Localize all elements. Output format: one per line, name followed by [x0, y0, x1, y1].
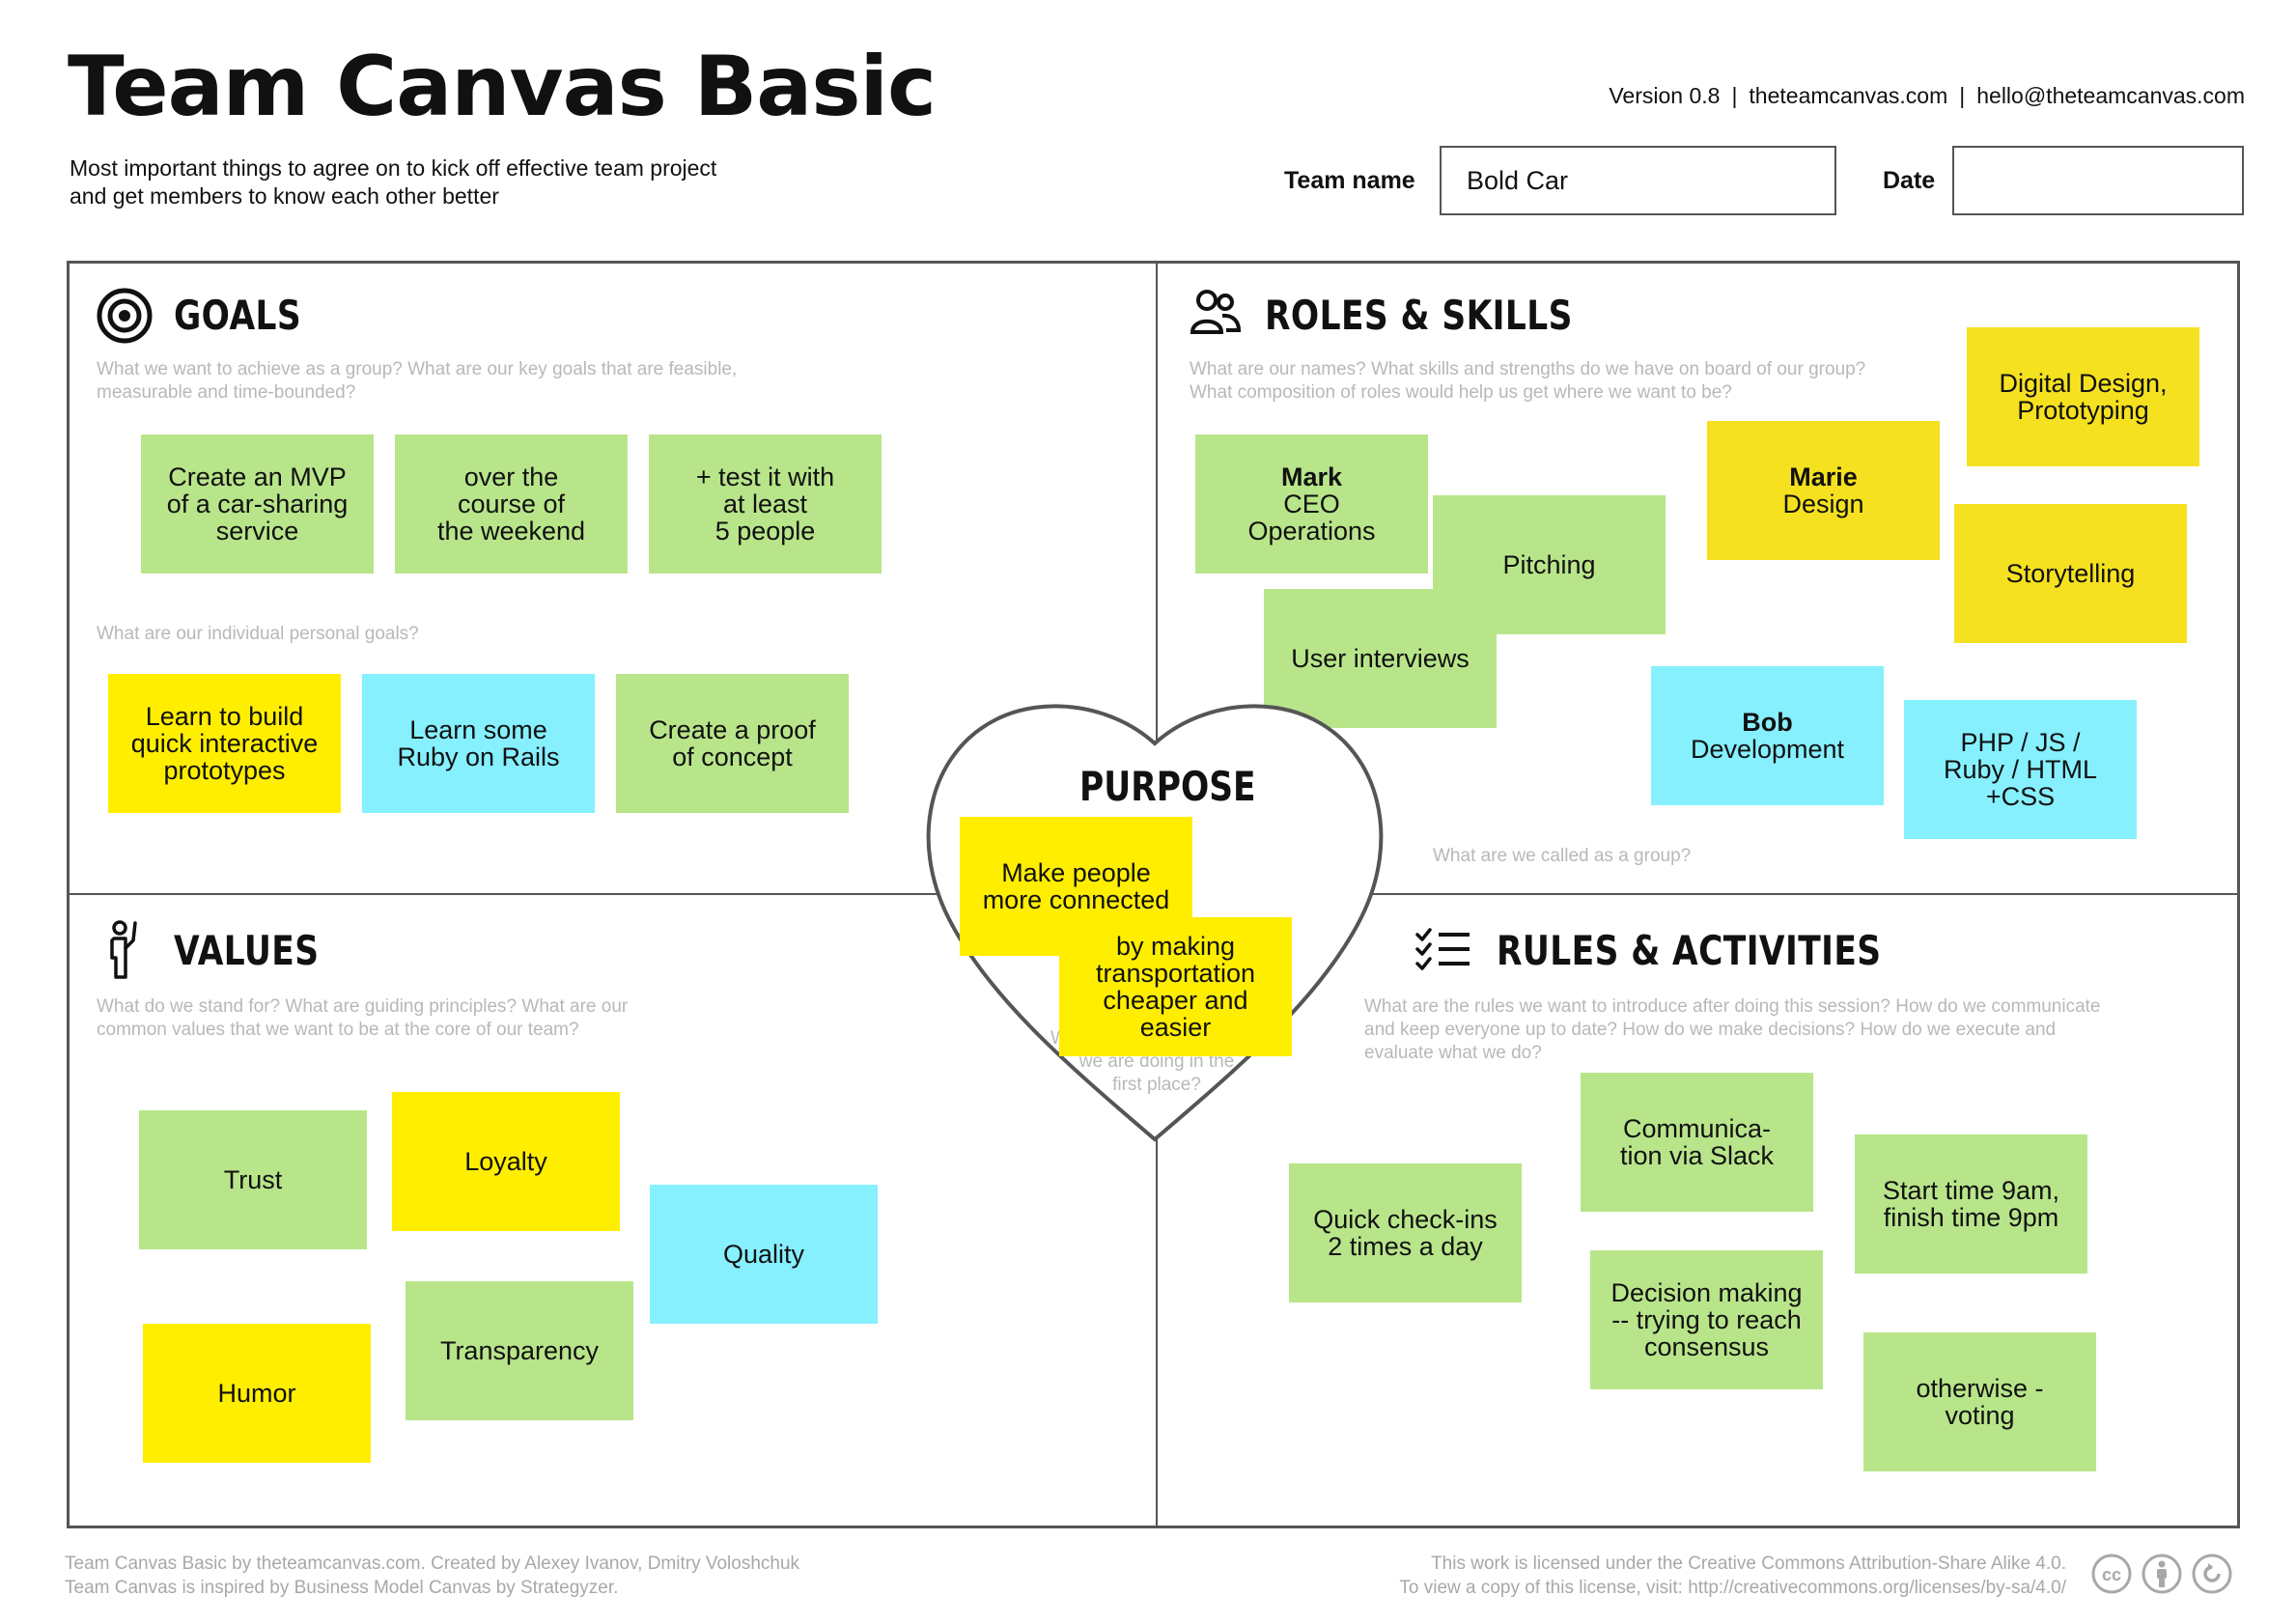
purpose-hint: we are doing in the first place? [1078, 1051, 1235, 1095]
sticky-note[interactable]: Decision making -- trying to reach conse… [1590, 1250, 1823, 1389]
sticky-note[interactable]: Transparency [406, 1281, 633, 1420]
goals-title: GOALS [174, 292, 302, 339]
date-field[interactable] [1952, 146, 2244, 215]
sticky-note[interactable]: PHP / JS / Ruby / HTML +CSS [1904, 700, 2137, 839]
sticky-note[interactable]: otherwise - voting [1863, 1332, 2096, 1471]
svg-text:cc: cc [2102, 1565, 2121, 1584]
page-subtitle: Most important things to agree on to kic… [70, 155, 717, 209]
people-icon [1190, 290, 1242, 334]
version-label: Version 0.8 [1609, 83, 1721, 108]
personal-goals-hint: What are our individual personal goals? [97, 624, 419, 644]
sticky-note[interactable]: by making transportation cheaper and eas… [1059, 917, 1292, 1056]
sticky-note[interactable]: + test it with at least 5 people [649, 434, 882, 574]
license-icons: cc [2090, 1553, 2233, 1595]
purpose-title: PURPOSE [1079, 763, 1256, 810]
sticky-note[interactable]: Humor [143, 1324, 371, 1463]
sticky-note[interactable]: Trust [139, 1110, 367, 1249]
footer-license: This work is licensed under the Creative… [1399, 1554, 2066, 1598]
header-meta: Version 0.8|theteamcanvas.com|hello@thet… [1609, 83, 2245, 108]
sticky-note[interactable]: Digital Design, Prototyping [1967, 327, 2199, 466]
goals-hint: What we want to achieve as a group? What… [97, 359, 738, 403]
group-name-hint: What are we called as a group? [1433, 846, 1692, 866]
sticky-note[interactable]: User interviews [1264, 589, 1497, 728]
share-alike-icon [2192, 1554, 2232, 1594]
roles-title: ROLES & SKILLS [1265, 292, 1573, 339]
sticky-note[interactable]: Learn to build quick interactive prototy… [108, 674, 341, 813]
sticky-note[interactable]: over the course of the weekend [395, 434, 628, 574]
sticky-note[interactable]: Loyalty [392, 1092, 620, 1231]
sticky-note[interactable]: Learn some Ruby on Rails [362, 674, 595, 813]
creative-commons-icon: cc [2091, 1554, 2132, 1594]
date-label: Date [1883, 167, 1936, 194]
values-title: VALUES [174, 927, 320, 974]
values-hint: What do we stand for? What are guiding p… [97, 996, 629, 1040]
target-icon [97, 288, 153, 344]
page-title: Team Canvas Basic [68, 39, 937, 135]
roles-hint: What are our names? What skills and stre… [1190, 359, 1866, 403]
sticky-note[interactable]: Create an MVP of a car-sharing service [141, 434, 374, 574]
email-link[interactable]: hello@theteamcanvas.com [1976, 83, 2245, 108]
footer-credits: Team Canvas Basic by theteamcanvas.com. … [65, 1554, 800, 1598]
rules-title: RULES & ACTIVITIES [1497, 927, 1882, 974]
rules-hint: What are the rules we want to introduce … [1364, 996, 2101, 1063]
attribution-icon [2142, 1554, 2182, 1594]
sticky-note-marie[interactable]: Marie Design [1707, 421, 1940, 560]
team-name-label: Team name [1284, 167, 1415, 194]
sticky-note[interactable]: Storytelling [1954, 504, 2187, 643]
sticky-note[interactable]: Quick check-ins 2 times a day [1289, 1163, 1522, 1302]
sticky-note-bob[interactable]: Bob Development [1651, 666, 1884, 805]
sticky-note[interactable]: Create a proof of concept [616, 674, 849, 813]
sticky-note[interactable]: Start time 9am, finish time 9pm [1855, 1134, 2087, 1274]
sticky-note[interactable]: Communica- tion via Slack [1581, 1073, 1813, 1212]
website-link[interactable]: theteamcanvas.com [1749, 83, 1948, 108]
sticky-note[interactable]: Quality [650, 1185, 878, 1324]
person-hand-up-icon [110, 920, 137, 979]
sticky-note-mark[interactable]: Mark CEO Operations [1195, 434, 1428, 574]
team-name-field[interactable]: Bold Car [1440, 146, 1836, 215]
checklist-icon [1415, 928, 1470, 970]
